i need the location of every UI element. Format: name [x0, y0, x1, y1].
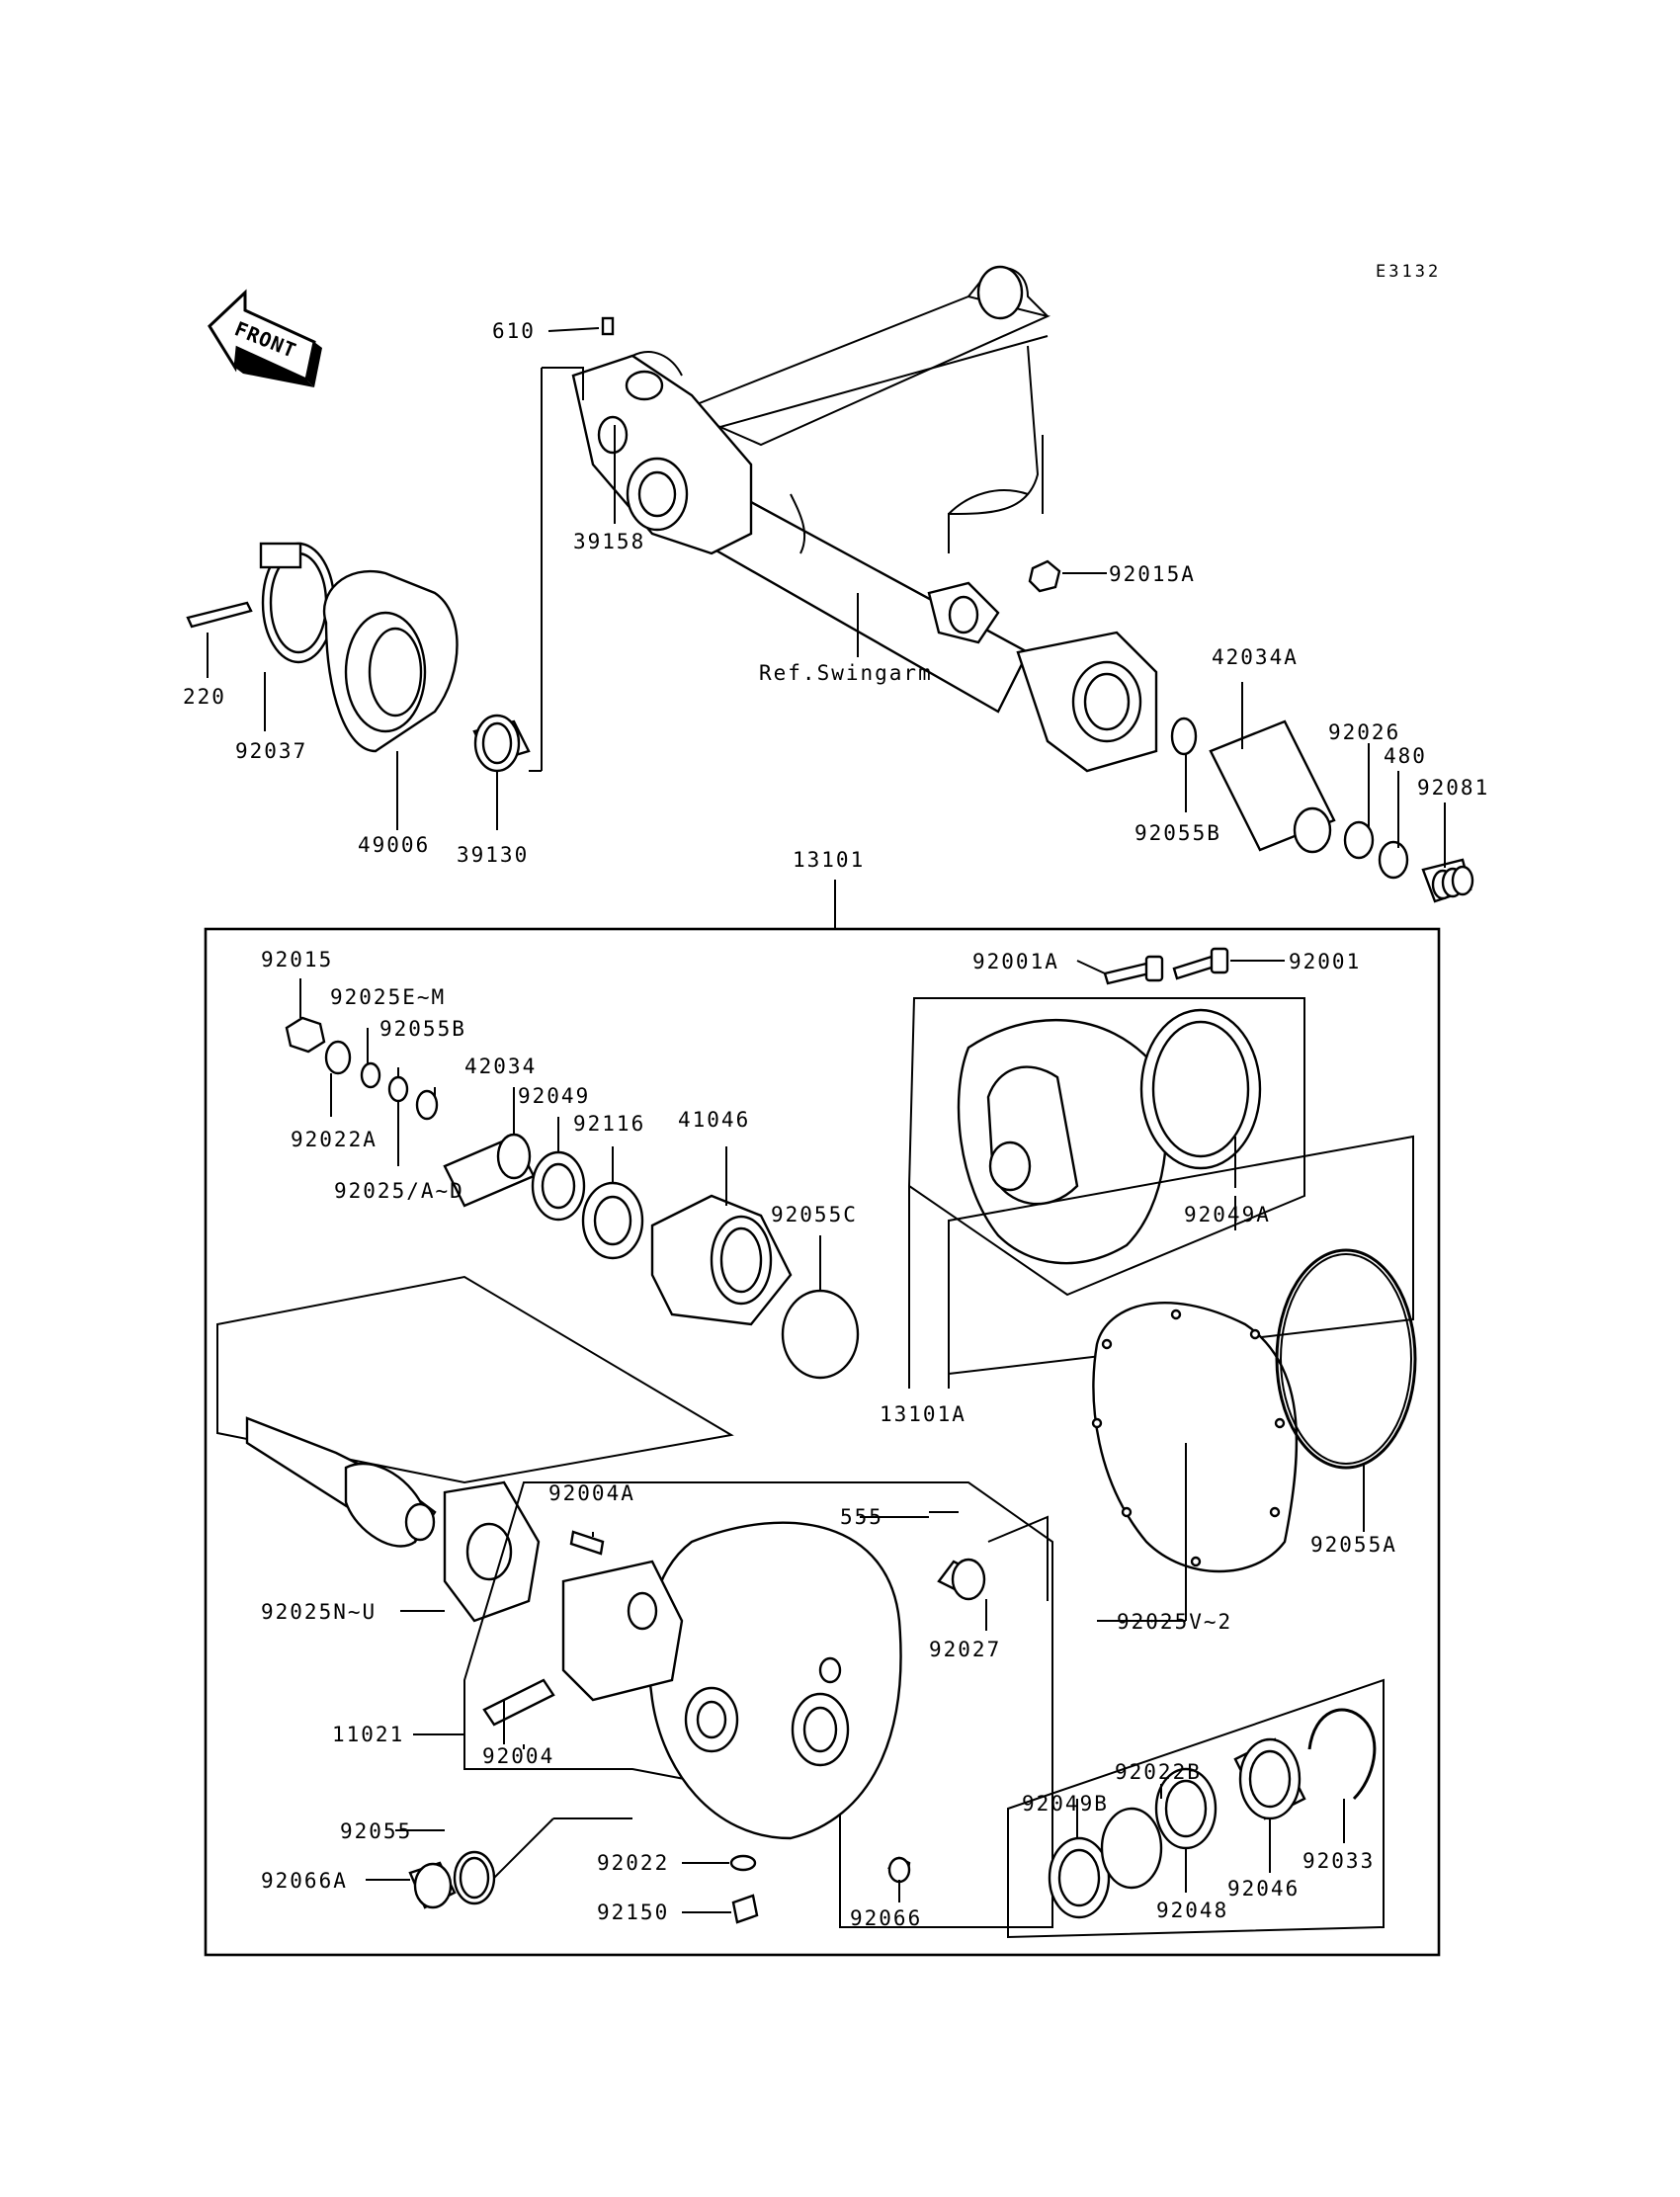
label-220: 220 — [183, 685, 226, 709]
final-gear-case-drawing — [463, 1481, 1053, 1928]
label-92116: 92116 — [573, 1112, 645, 1136]
label-92025A-D: 92025/A~D — [334, 1179, 464, 1203]
label-92048: 92048 — [1156, 1899, 1228, 1922]
label-92037: 92037 — [235, 739, 307, 763]
label-42034A: 42034A — [1212, 645, 1299, 669]
label-41046: 41046 — [678, 1108, 750, 1132]
pinion-small-parts-drawing — [285, 1016, 860, 1380]
label-11021: 11021 — [332, 1723, 404, 1746]
bolt-drawings — [1076, 947, 1285, 985]
label-92026: 92026 — [1328, 720, 1400, 744]
front-arrow-icon: FRONT — [208, 289, 322, 387]
label-92015A: 92015A — [1109, 562, 1196, 586]
label-92015: 92015 — [261, 948, 333, 972]
label-92049A: 92049A — [1184, 1203, 1271, 1226]
label-480: 480 — [1384, 744, 1427, 768]
label-49006: 49006 — [358, 833, 430, 857]
pinion-shaft-drawing — [216, 1275, 734, 1623]
label-39158: 39158 — [573, 530, 645, 553]
label-92004A: 92004A — [548, 1481, 635, 1505]
label-92049: 92049 — [518, 1084, 590, 1108]
diagram-code: E3132 — [1376, 262, 1441, 282]
ring-gear-drawing — [907, 997, 1305, 1297]
label-92066: 92066 — [850, 1906, 922, 1930]
label-92027: 92027 — [929, 1638, 1001, 1661]
assembly-frame — [204, 927, 1441, 1957]
label-92150: 92150 — [597, 1901, 669, 1924]
label-92066A: 92066A — [261, 1869, 348, 1893]
label-13101: 13101 — [793, 848, 865, 872]
label-92001: 92001 — [1289, 950, 1361, 973]
label-92055B-top: 92055B — [1134, 821, 1221, 845]
shaft-spring-drawing — [1170, 717, 1474, 903]
label-39130: 39130 — [457, 843, 529, 867]
label-610: 610 — [492, 319, 536, 343]
label-92025E-M: 92025E~M — [330, 985, 446, 1009]
label-92033: 92033 — [1302, 1849, 1375, 1873]
label-92004: 92004 — [482, 1744, 554, 1768]
label-92046: 92046 — [1227, 1877, 1300, 1901]
leader-lines-top — [207, 327, 1446, 929]
label-ref-swingarm: Ref.Swingarm — [759, 661, 933, 685]
leader-lines-main — [299, 978, 1345, 1902]
label-92025N-U: 92025N~U — [261, 1600, 377, 1624]
drain-plug-drawing — [408, 1817, 759, 1924]
label-92055B: 92055B — [379, 1017, 466, 1041]
label-92055A: 92055A — [1310, 1533, 1397, 1557]
label-92081: 92081 — [1417, 776, 1489, 800]
label-555: 555 — [840, 1505, 883, 1529]
label-92055: 92055 — [340, 1819, 412, 1843]
label-13101A: 13101A — [880, 1402, 966, 1426]
label-92049B: 92049B — [1022, 1792, 1109, 1816]
label-92022A: 92022A — [291, 1128, 378, 1151]
boot-assembly-drawing — [186, 542, 531, 773]
cover-gasket-drawing — [948, 1135, 1417, 1622]
label-42034: 42034 — [464, 1055, 537, 1078]
label-92022: 92022 — [597, 1851, 669, 1875]
label-92055C: 92055C — [771, 1203, 858, 1226]
label-92001A: 92001A — [972, 950, 1059, 973]
swingarm-drawing — [571, 265, 1158, 773]
label-92022B: 92022B — [1115, 1760, 1202, 1784]
output-bearing-drawing — [1007, 1678, 1385, 1939]
label-92025V-2: 92025V~2 — [1117, 1610, 1232, 1634]
